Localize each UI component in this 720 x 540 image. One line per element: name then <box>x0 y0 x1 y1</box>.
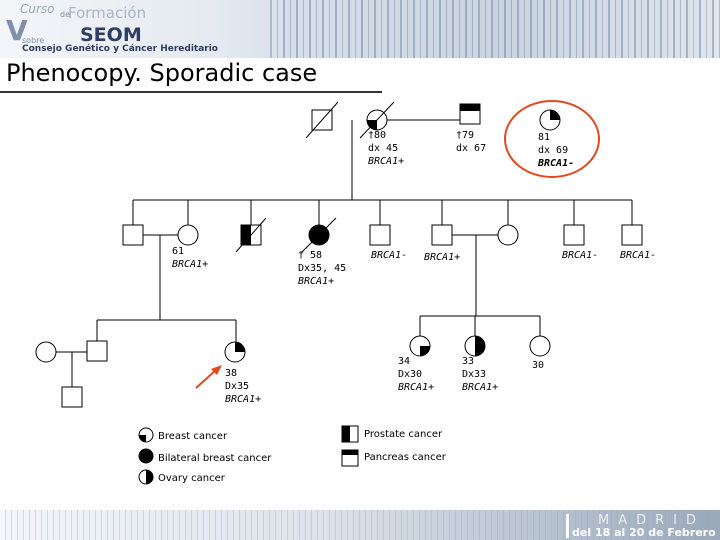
gen2-brca-plus: BRCA1+ <box>424 252 460 263</box>
proband-arrow-icon <box>195 365 222 389</box>
grandfather-deceased-square <box>305 101 339 139</box>
logo-roman-numeral: V <box>6 14 28 47</box>
legend-pancreas-label: Pancreas cancer <box>364 452 447 463</box>
logo-subtitle-text: Consejo Genético y Cáncer Hereditario <box>22 44 218 54</box>
gen2-brca-minus-2: BRCA1- <box>562 250 598 261</box>
title-underline <box>0 91 382 93</box>
grandmother-brca: BRCA1+ <box>368 156 404 167</box>
gen2-female-bilateral-deceased <box>301 217 337 253</box>
legend-pancreas-icon <box>341 449 359 467</box>
gen4-male <box>61 386 83 408</box>
gen2-female-61 <box>177 224 199 246</box>
gen3-33-dx: Dx33 <box>462 369 486 380</box>
gen3-34-brca: BRCA1+ <box>398 382 434 393</box>
proband-brca: BRCA1+ <box>225 394 261 405</box>
logo-curso-text: Curso <box>20 2 55 16</box>
gen3-30-age: 30 <box>532 360 544 371</box>
legend-prostate-icon <box>341 425 359 443</box>
grand-aunt-labels: 81 dx 69 BRCA1- <box>537 132 574 169</box>
logo-de-text: de <box>60 10 70 19</box>
gen3-female-spouse <box>35 341 57 363</box>
grandfather-labels: †79 dx 67 <box>456 130 486 154</box>
proband-breast-cancer-circle <box>224 341 246 363</box>
proband-dx: Dx35 <box>225 381 249 392</box>
gen2-58-brca: BRCA1+ <box>298 276 334 287</box>
gen2-male-brca-minus <box>369 224 391 246</box>
legend-bilateral-icon <box>138 448 154 464</box>
footer-city: MADRID <box>598 513 705 528</box>
gen3-male-1 <box>86 340 108 362</box>
footer-banner <box>0 510 720 540</box>
grandfather-dx: dx 67 <box>456 143 486 154</box>
gen3-34-age: 34 <box>398 356 410 367</box>
highlight-circle <box>504 100 600 178</box>
grandfather-age: †79 <box>456 130 474 141</box>
gen2-brca-minus-1: BRCA1- <box>371 250 407 261</box>
slide-title: Phenocopy. Sporadic case <box>6 59 318 87</box>
pedigree-diagram: †80 dx 45 BRCA1+ †79 dx 67 81 dx 69 BRCA… <box>35 100 656 485</box>
logo-formacion-text: Formación <box>68 4 147 22</box>
course-logo: Curso de Formación V sobre SEOM Consejo … <box>0 0 280 58</box>
gen2-58-age: † 58 <box>298 250 322 261</box>
gen2-brca-minus-3: BRCA1- <box>620 250 656 261</box>
grand-aunt-brca: BRCA1- <box>537 158 574 169</box>
grandmother-dx: dx 45 <box>368 143 398 154</box>
gen2-61-brca: BRCA1+ <box>172 259 208 270</box>
gen2-male-brca-plus <box>431 224 453 246</box>
grand-aunt-breast-cancer-circle <box>539 109 561 131</box>
gen2-male-brca-minus-3 <box>621 224 643 246</box>
footer-dates: del 18 al 20 de Febrero <box>572 526 716 539</box>
legend-ovary-label: Ovary cancer <box>158 473 226 484</box>
gen3-female-30 <box>529 335 551 357</box>
grand-aunt-age: 81 <box>538 132 550 143</box>
gen2-male-prostate-deceased <box>235 217 267 253</box>
gen3-female-33-ovary-cancer <box>464 335 486 357</box>
legend-breast-cancer-icon <box>138 427 154 443</box>
gen2-male-1 <box>122 224 144 246</box>
legend-ovary-cancer-icon <box>138 469 154 485</box>
legend-bilateral-label: Bilateral breast cancer <box>158 453 272 464</box>
grand-aunt-dx: dx 69 <box>538 145 568 156</box>
legend-breast-cancer-label: Breast cancer <box>158 431 228 442</box>
grandmother-age: †80 <box>368 130 386 141</box>
legend: Breast cancer Bilateral breast cancer Ov… <box>138 425 447 485</box>
gen2-female-spouse <box>497 224 519 246</box>
gen2-male-brca-minus-2 <box>563 224 585 246</box>
legend-prostate-label: Prostate cancer <box>364 429 443 440</box>
gen3-34-dx: Dx30 <box>398 369 422 380</box>
header-banner: Curso de Formación V sobre SEOM Consejo … <box>0 0 720 58</box>
grandmother-breast-cancer-circle <box>359 101 395 139</box>
banner-pattern <box>270 0 720 58</box>
gen3-33-brca: BRCA1+ <box>462 382 498 393</box>
grandfather-pancreas-cancer-square <box>459 103 481 125</box>
gen2-58-dx: Dx35, 45 <box>298 263 346 274</box>
proband-age: 38 <box>225 368 237 379</box>
gen1-lines <box>56 119 633 387</box>
gen2-61-age: 61 <box>172 246 184 257</box>
footer-divider <box>566 514 569 538</box>
grandmother-labels: †80 dx 45 BRCA1+ <box>368 130 404 167</box>
footer-pattern <box>0 510 720 540</box>
gen3-female-34-breast-cancer <box>409 335 431 357</box>
logo-seom-text: SEOM <box>80 24 142 46</box>
gen3-33-age: 33 <box>462 356 474 367</box>
logo-sobre-text: sobre <box>22 36 45 45</box>
